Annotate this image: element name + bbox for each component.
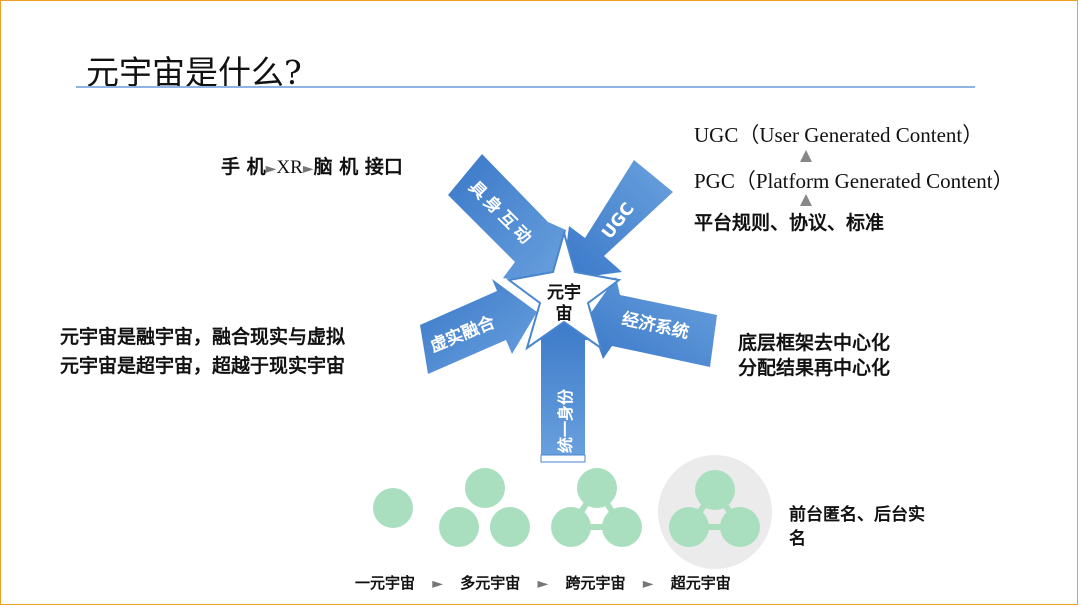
rules-line: 平台规则、协议、标准 [694, 212, 885, 234]
stage2-circle-left [439, 507, 479, 547]
stage-arrow-icon: ► [642, 576, 654, 592]
ugc-line: UGC（User Generated Content） [694, 123, 984, 147]
title-underline [76, 86, 975, 88]
stage-labels: 一元宇宙 ► 多元宇宙 ► 跨元宇宙 ► 超元宇宙 [355, 572, 731, 593]
chain-phone: 手 机 [221, 156, 266, 178]
slide-title: 元宇宙是什么? [86, 53, 302, 92]
stage1-circle [373, 488, 413, 528]
arrow-economy [588, 277, 717, 367]
stage4-circle-left [669, 507, 709, 547]
stage2-circle-top [465, 468, 505, 508]
stage-label-2: 多元宇宙 [460, 574, 521, 592]
center-label-line1: 元宇 [547, 283, 581, 303]
stage3-circle-top [577, 468, 617, 508]
center-label: 元宇 宙 [536, 283, 592, 325]
up-arrow-icon [800, 194, 812, 206]
arrow-label-identity: 统一身份 [556, 388, 575, 453]
stage3-circle-left [551, 507, 591, 547]
pgc-line: PGC（Platform Generated Content） [694, 169, 1014, 193]
stage3-circle-right [602, 507, 642, 547]
center-star [506, 229, 622, 351]
identity-desc-2: 名 [789, 529, 806, 549]
interface-chain: 手 机►XR►脑 机 接口 [221, 152, 403, 179]
stage4-circle-right [720, 507, 760, 547]
chain-arrow-icon: ► [302, 161, 314, 177]
stage-label-1: 一元宇宙 [355, 574, 416, 592]
stage4-network [669, 470, 760, 547]
stage-arrow-icon: ► [537, 576, 549, 592]
chain-xr: XR [276, 157, 303, 178]
up-arrow-icon [800, 150, 812, 162]
economy-desc-2: 分配结果再中心化 [738, 357, 891, 379]
stage-label-4: 超元宇宙 [670, 574, 731, 592]
identity-desc-1: 前台匿名、后台实 [789, 505, 925, 525]
stage2-circle-right [490, 507, 530, 547]
economy-desc-1: 底层框架去中心化 [738, 332, 891, 354]
stage-label-3: 跨元宇宙 [565, 574, 626, 592]
fusion-desc-2: 元宇宙是超宇宙，超越于现实宇宙 [60, 355, 346, 377]
center-label-line2: 宙 [555, 304, 573, 324]
arrow-identity [528, 313, 596, 460]
identity-arrow-tail [540, 454, 586, 463]
arrow-ugc [562, 160, 673, 280]
stage3-network [551, 468, 642, 547]
arrow-fusion [420, 279, 537, 374]
chain-arrow-icon: ► [265, 161, 277, 177]
fusion-desc-1: 元宇宙是融宇宙，融合现实与虚拟 [60, 326, 346, 348]
stage4-circle-top [695, 470, 735, 510]
stage-arrow-icon: ► [432, 576, 444, 592]
chain-bci: 脑 机 接口 [313, 156, 403, 178]
arrow-embodied [448, 154, 566, 287]
